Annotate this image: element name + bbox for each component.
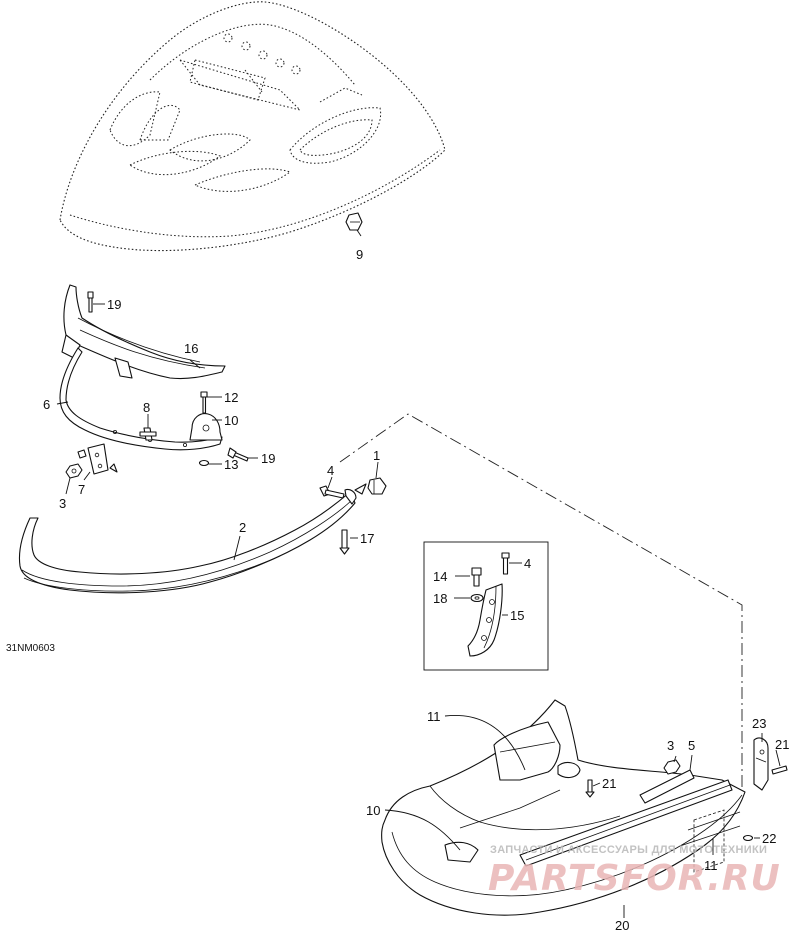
part-21-rivet-b: [771, 765, 788, 775]
part-17-rivet: [339, 529, 350, 555]
callout-14: 14: [433, 569, 447, 584]
callout-9: 9: [356, 247, 363, 262]
callout-1: 1: [373, 448, 380, 463]
callout-15: 15: [510, 608, 524, 623]
part-14-bolt: [471, 567, 482, 587]
callout-20: 20: [615, 918, 629, 933]
callout-3-a: 3: [59, 496, 66, 511]
callout-labels: 9 19 16 6 8 12 10 13 19 7 3 4 1 2 17 4 1…: [6, 247, 789, 933]
part-19-rivet-a: [87, 291, 94, 313]
part-11-panel-a: [493, 721, 581, 781]
part-18-washer: [470, 593, 484, 603]
callout-21-b: 21: [775, 737, 789, 752]
callout-11-a: 11: [427, 709, 441, 724]
callout-6: 6: [43, 397, 50, 412]
part-3-nut-b: [663, 759, 681, 775]
part-23-clip: [753, 737, 769, 791]
callout-10-b: 10: [366, 803, 380, 818]
part-21-rivet-a: [585, 779, 595, 798]
part-10-liner: [444, 789, 561, 863]
part-11-panel-b: [679, 809, 741, 873]
part-1-clamp: [354, 477, 387, 495]
part-2-bumper: [18, 488, 357, 594]
part-15-bracket: [467, 583, 503, 657]
callout-18: 18: [433, 591, 447, 606]
part-4-screw-b: [501, 552, 510, 575]
callout-13: 13: [224, 457, 238, 472]
callout-8: 8: [143, 400, 150, 415]
callout-4-a: 4: [327, 463, 334, 478]
callout-4-b: 4: [524, 556, 531, 571]
callout-10-a: 10: [224, 413, 238, 428]
part-3-nut-a: [65, 463, 83, 479]
callout-3-b: 3: [667, 738, 674, 753]
callout-23: 23: [752, 716, 766, 731]
watermark-brand: PARTSFOR.RU: [488, 858, 781, 899]
callout-7: 7: [78, 482, 85, 497]
callout-12: 12: [224, 390, 238, 405]
watermark: ЗАПЧАСТИ И АКСЕССУАРЫ ДЛЯ МОТОТЕХНИКИ PA…: [488, 844, 781, 899]
callout-2: 2: [239, 520, 246, 535]
part-10-bracket: [189, 413, 223, 441]
diagram-code: 31NM0603: [6, 643, 55, 654]
part-4-bolt-a: [319, 485, 345, 499]
part-13-washer: [198, 459, 210, 467]
part-22-washer: [742, 834, 754, 842]
part-7-plate: [87, 443, 109, 475]
part-16-windshield-trim: [61, 284, 226, 380]
callout-19-b: 19: [261, 451, 275, 466]
callout-16: 16: [184, 341, 198, 356]
callout-22: 22: [762, 831, 776, 846]
part-19-rivet-b: [227, 447, 249, 462]
callout-11-b: 11: [704, 858, 718, 873]
part-12-bolt: [200, 391, 208, 414]
part-9-clip: [345, 212, 363, 231]
part-5-rail: [519, 769, 733, 867]
assembly-chain-line: [339, 413, 743, 800]
inset-box: [423, 541, 549, 671]
part-3-screw-small: [77, 449, 118, 473]
callout-17: 17: [360, 531, 374, 546]
callout-19-a: 19: [107, 297, 121, 312]
hood-outline: [59, 1, 446, 252]
leader-lines: [56, 229, 781, 918]
callout-5: 5: [688, 738, 695, 753]
callout-21-a: 21: [602, 776, 616, 791]
watermark-tagline: ЗАПЧАСТИ И АКСЕССУАРЫ ДЛЯ МОТОТЕХНИКИ: [490, 844, 767, 856]
